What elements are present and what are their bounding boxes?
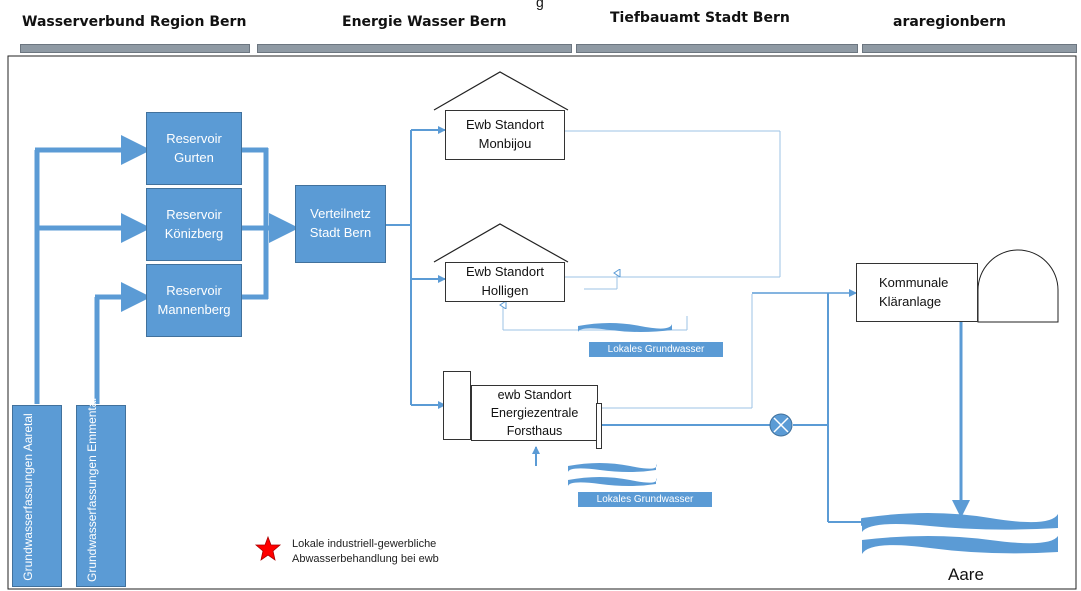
source-emmental-label: Grundwasserfassungen Emmental	[85, 397, 99, 582]
header-ewb: Energie Wasser Bern	[342, 14, 507, 30]
klaeranlage: Kommunale Kläranlage	[856, 263, 978, 322]
roof-holligen	[433, 223, 569, 263]
site-forsthaus: ewb Standort Energiezentrale Forsthaus	[471, 385, 598, 441]
source-aaretal-label: Grundwasserfassungen Aaretal	[21, 413, 35, 581]
outer-frame	[7, 55, 1077, 590]
groundwater-label-forsthaus: Lokales Grundwasser	[578, 492, 712, 507]
reservoir-gurten-label: Reservoir Gurten	[166, 130, 222, 165]
klaeranlage-label: Kommunale Kläranlage	[879, 274, 949, 309]
source-emmental: Grundwasserfassungen Emmental	[76, 397, 126, 587]
supply-pipes	[34, 126, 446, 409]
reservoir-koenizberg-label: Reservoir Könizberg	[164, 206, 224, 241]
reservoir-mannenberg: Reservoir Mannenberg	[146, 264, 242, 337]
site-holligen: Ewb Standort Holligen	[445, 262, 565, 302]
legend: Lokale industriell-gewerbliche Abwasserb…	[292, 537, 439, 567]
header-bar-ara	[862, 44, 1077, 53]
reservoir-mannenberg-label: Reservoir Mannenberg	[157, 282, 231, 317]
site-monbijou: Ewb Standort Monbijou	[445, 110, 565, 160]
river-aare-icon	[862, 513, 1058, 554]
reservoir-koenizberg: Reservoir Könizberg	[146, 188, 242, 261]
groundwater-label-holligen: Lokales Grundwasser	[589, 342, 723, 357]
header-tiefbauamt: Tiefbauamt Stadt Bern	[610, 10, 790, 26]
source-aaretal: Grundwasserfassungen Aaretal	[12, 405, 62, 587]
mixing-valve-icon	[769, 413, 793, 437]
header-bar-ewb	[257, 44, 572, 53]
verteilnetz-stadt-bern: Verteilnetz Stadt Bern	[295, 185, 386, 263]
site-holligen-label: Ewb Standort Holligen	[465, 264, 545, 298]
header-ara: araregionbern	[893, 14, 1006, 30]
legend-line-2: Abwasserbehandlung bei ewb	[292, 552, 439, 565]
forsthaus-side-block	[443, 371, 471, 440]
groundwater-wave-icon	[568, 323, 672, 486]
header-wasserverbund: Wasserverbund Region Bern	[22, 14, 247, 30]
legend-line-1: Lokale industriell-gewerbliche	[292, 538, 437, 550]
header-bar-wasserverbund	[20, 44, 250, 53]
wastewater-pipes	[503, 130, 781, 409]
verteilnetz-label: Verteilnetz Stadt Bern	[309, 206, 372, 240]
site-forsthaus-label: ewb Standort Energiezentrale Forsthaus	[490, 387, 579, 439]
star-icon-legend	[254, 535, 282, 561]
top-text-fragment: g	[536, 0, 544, 10]
roof-monbijou	[433, 71, 569, 111]
header-bar-tiefbauamt	[576, 44, 858, 53]
river-label: Aare	[948, 565, 984, 584]
klaeranlage-dome-icon	[977, 249, 1059, 323]
reservoir-gurten: Reservoir Gurten	[146, 112, 242, 185]
treatment-pipes	[532, 289, 970, 526]
site-monbijou-label: Ewb Standort Monbijou	[465, 117, 545, 151]
forsthaus-outlet-block	[596, 403, 602, 449]
